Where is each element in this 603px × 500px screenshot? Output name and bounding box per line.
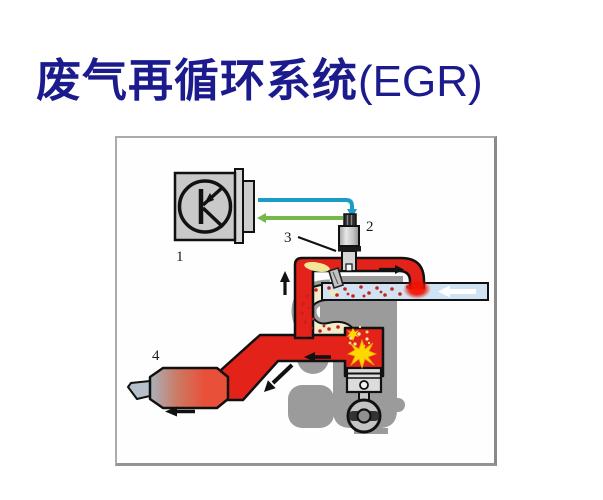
wrist-pin [359,380,369,390]
label-3-leader-line [297,236,337,252]
egr-diagram: 1 2 3 4 [126,168,489,434]
valve-flange [338,246,361,252]
ecu-connector-outer [242,180,255,233]
title-chinese: 废气再循环系统 [36,56,359,106]
title-egr: (EGR) [358,57,483,106]
flow-arrows [165,265,476,417]
exhaust-gas-dots [300,285,410,333]
page-title: 废气再循环系统(EGR) [36,44,483,109]
ecu-feedback-wire [257,213,343,223]
piston-assembly [345,366,389,434]
intake-flow-arrow-icon [438,285,476,298]
catalytic-converter [126,366,230,410]
valve-seat-glow [304,262,330,272]
feedback-arrowhead-icon [257,213,266,223]
exhaust-left-arrow-icon [304,352,331,362]
transistor-symbol-icon [177,179,233,234]
combustion-spark [346,325,378,370]
ecu-signal-wire [258,198,357,218]
catalyst-stripes [152,371,226,406]
label-control-unit: 1 [176,249,184,265]
label-catalytic-converter: 4 [152,348,160,364]
egr-entry-glow [403,279,431,299]
tailpipe-left-arrow-icon [165,406,195,417]
label-valve-seat: 3 [284,230,292,246]
egr-flow-up-arrow-icon [280,271,290,295]
diagram-frame: 1 2 3 4 [115,136,497,466]
ecu-control-unit [173,168,255,244]
label-egr-valve: 2 [366,219,374,235]
valve-solenoid-cap [343,213,357,227]
ecu-box [173,171,237,242]
tailpipe [126,379,151,401]
valve-body [338,225,360,247]
egr-valve [338,213,361,272]
egr-flow-right-arrow-icon [379,265,404,274]
